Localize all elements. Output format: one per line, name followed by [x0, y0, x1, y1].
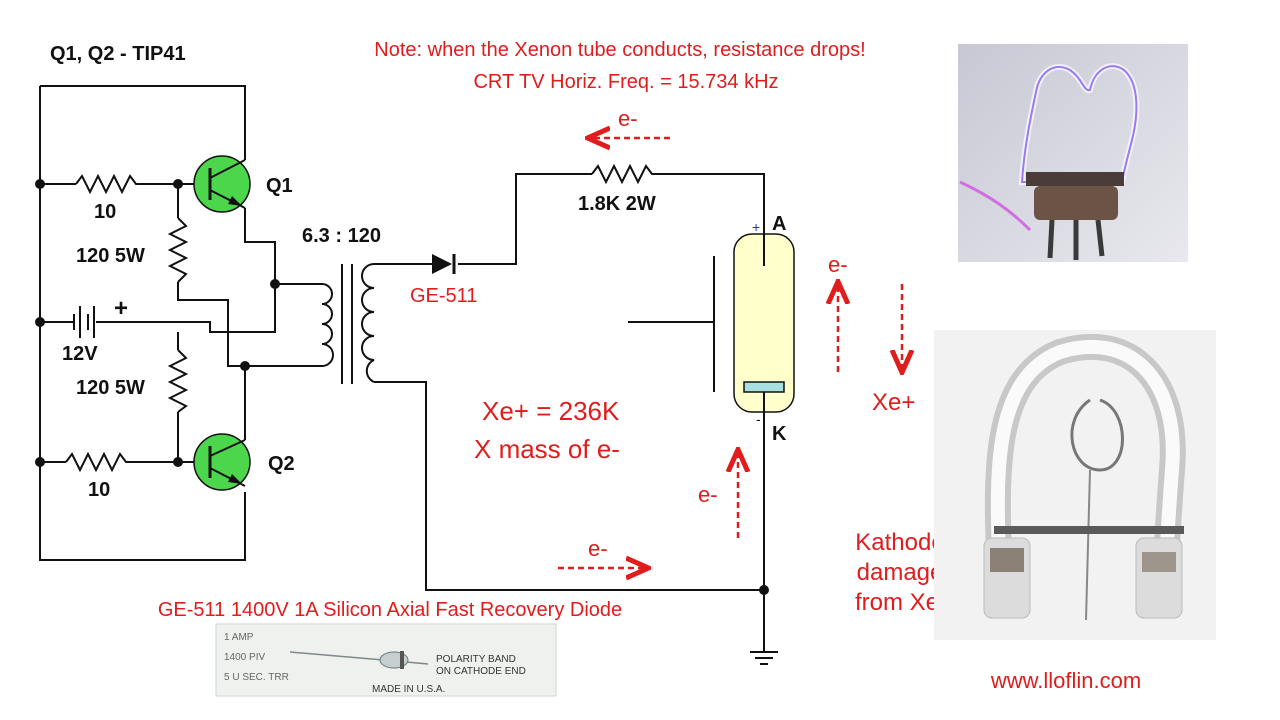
label-q1: Q1: [266, 175, 293, 197]
xenon-tube-photo: [958, 44, 1188, 262]
label-electron-kathode: e-: [698, 482, 718, 507]
label-anode: A: [772, 213, 786, 235]
mass-line-2: X mass of e-: [474, 434, 620, 464]
diode-photo: 1 AMP 1400 PIV 5 U SEC. TRR POLARITY BAN…: [215, 623, 557, 697]
transistor-q2: [193, 433, 251, 491]
label-tube-plus: +: [752, 219, 760, 235]
transformer: [321, 263, 375, 384]
resistor-10-top: [75, 173, 140, 195]
diode-description: GE-511 1400V 1A Silicon Axial Fast Recov…: [158, 599, 622, 621]
label-electron-bottom: e-: [588, 536, 608, 561]
label-diode: GE-511: [410, 285, 477, 307]
label-kathode: K: [772, 423, 787, 445]
label-electron-top: e-: [618, 106, 638, 131]
transistor-q1: [193, 155, 251, 213]
electron-flow-arrows: [558, 138, 902, 568]
label-resistor: 1.8K 2W: [578, 193, 656, 215]
label-r-top: 10: [94, 201, 116, 223]
label-tube-minus: -: [756, 411, 761, 427]
label-q2: Q2: [268, 453, 295, 475]
label-r-bottom: 10: [88, 479, 110, 501]
diode-photo-made: MADE IN U.S.A.: [372, 684, 445, 695]
note-text: Note: when the Xenon tube conducts, resi…: [374, 39, 865, 61]
label-battery-plus: +: [114, 295, 128, 322]
diode-ge511: [432, 254, 456, 274]
kathode-damage-2: damage: [857, 559, 944, 586]
freq-text: CRT TV Horiz. Freq. = 15.734 kHz: [473, 71, 778, 93]
label-r-bias-bottom: 120 5W: [76, 377, 145, 399]
xenon-tube: [733, 233, 795, 413]
resistor-120-top: [167, 217, 189, 283]
label-battery: 12V: [62, 343, 98, 365]
damaged-tube-photo: [934, 330, 1216, 640]
diode-photo-band1: POLARITY BAND: [436, 654, 516, 665]
diode-photo-band2: ON CATHODE END: [436, 666, 526, 677]
wires: [39, 85, 765, 652]
diode-photo-line1: 1 AMP: [224, 632, 254, 643]
diode-photo-line2: 1400 PIV: [224, 652, 265, 663]
label-xenon-ion: Xe+: [872, 389, 915, 416]
label-r-bias-top: 120 5W: [76, 245, 145, 267]
diode-photo-line3: 5 U SEC. TRR: [224, 672, 289, 683]
resistor-120-bottom: [167, 349, 189, 413]
ground-symbol: [750, 651, 778, 665]
label-electron-right: e-: [828, 252, 848, 277]
junction-dots: [35, 179, 769, 595]
battery-symbol: [64, 306, 95, 338]
resistor-1-8k: [591, 163, 656, 185]
kathode-damage-1: Kathode: [855, 529, 944, 556]
website-link: www.lloflin.com: [990, 668, 1141, 693]
mass-line-1: Xe+ = 236K: [482, 396, 620, 426]
transistor-spec: Q1, Q2 - TIP41: [50, 43, 186, 65]
resistor-10-bottom: [65, 451, 130, 473]
label-ratio: 6.3 : 120: [302, 225, 381, 247]
